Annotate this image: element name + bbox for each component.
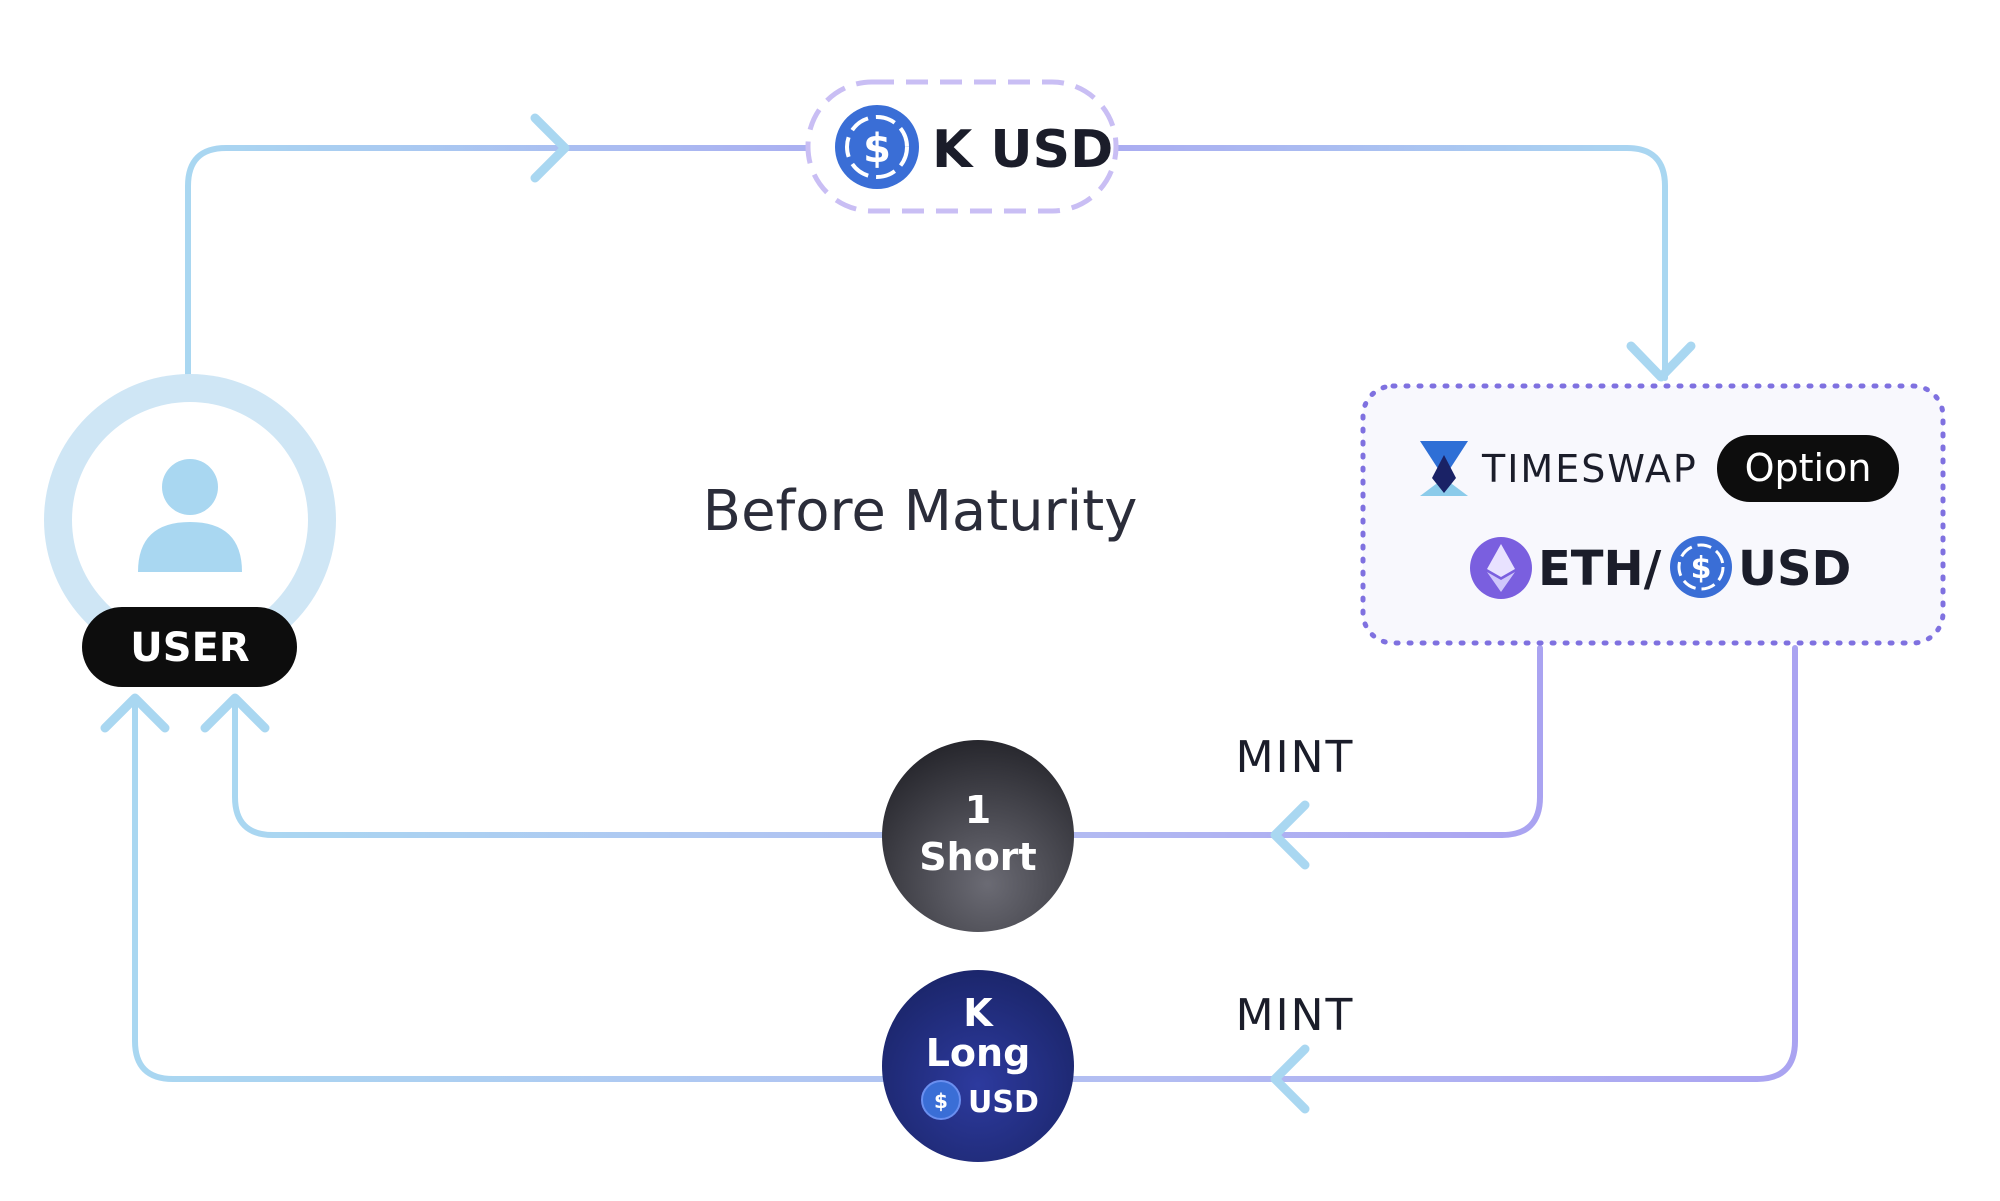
pair-base: ETH/ [1538,541,1662,597]
diagram-title: Before Maturity [703,479,1138,544]
svg-text:$: $ [1691,551,1712,586]
short-token-label: Short [919,835,1036,879]
eth-icon [1470,537,1532,599]
option-badge: Option [1745,446,1872,490]
user-node: USER [44,374,336,687]
long-token-node: K Long $ USD [882,970,1074,1162]
long-token-label: Long [926,1031,1031,1075]
arrow-left-icon [1270,1044,1310,1114]
user-label: USER [130,625,249,671]
arrow-down-icon [1626,341,1696,382]
mint-label-short: MINT [1236,732,1355,783]
long-token-currency: USD [968,1085,1039,1120]
arrow-left-icon [1270,800,1310,870]
pair-quote: USD [1738,541,1851,597]
short-token-node: 1 Short [882,740,1074,932]
mint-label-long: MINT [1236,990,1355,1041]
usdc-icon: $ [921,1080,961,1120]
usdc-icon: $ [1670,536,1732,598]
arrow-right-icon [530,113,570,183]
svg-text:$: $ [863,126,891,172]
user-icon [138,459,242,572]
arrow-up-icon [100,693,170,733]
svg-text:$: $ [934,1089,948,1113]
timeswap-option-box: TIMESWAP Option ETH/ $ USD [1360,383,1946,646]
kusd-label: K USD [932,120,1113,180]
arrow-up-icon [200,693,270,733]
timeswap-logo-icon [1420,441,1468,496]
timeswap-brand: TIMESWAP [1481,447,1698,491]
usdc-icon: $ [835,105,919,189]
long-token-amount: K [963,991,994,1035]
short-token-amount: 1 [965,788,991,832]
kusd-node: $ K USD [805,79,1119,214]
